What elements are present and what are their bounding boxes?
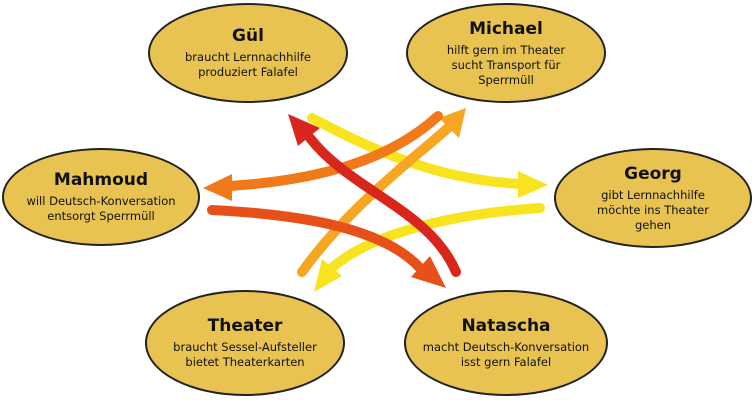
arrowhead-natascha-to-guel [288, 114, 320, 146]
node-guel-line-2: produziert Falafel [198, 65, 298, 79]
node-georg-name: Georg [624, 163, 682, 184]
arrow-natascha-to-guel [305, 133, 461, 277]
node-guel-name: Gül [232, 26, 264, 46]
node-michael-line-2: sucht Transport für [451, 57, 561, 72]
node-guel: Gül braucht Lernnachhilfe produziert Fal… [148, 3, 348, 103]
node-theater-line-2: bietet Theaterkarten [185, 355, 305, 369]
arrowhead-theater-to-michael [439, 108, 466, 138]
arrow-guel-to-georg [307, 113, 525, 189]
node-natascha: Natascha macht Deutsch-Konversation isst… [404, 290, 608, 396]
node-georg-line-1: gibt Lernnachhilfe [601, 187, 705, 202]
node-mahmoud-name: Mahmoud [53, 170, 149, 190]
arrowhead-georg-to-theater [314, 259, 342, 292]
node-michael-line-1: hilft gern im Theater [446, 42, 566, 57]
arrow-mahmoud-to-natascha [207, 205, 425, 273]
node-theater-name: Theater [207, 316, 283, 336]
arrowhead-mahmoud-to-natascha [411, 256, 446, 288]
node-georg-line-2: möchte ins Theater [597, 202, 709, 217]
node-georg-line-3: gehen [634, 217, 672, 232]
node-mahmoud: Mahmoud will Deutsch-Konversation entsor… [2, 148, 200, 246]
node-guel-line-1: braucht Lernnachhilfe [185, 50, 311, 64]
node-mahmoud-line-1: will Deutsch-Konversation [26, 194, 176, 208]
arrow-theater-to-michael [297, 121, 455, 277]
node-theater-line-1: braucht Sessel-Aufsteller [173, 340, 317, 354]
arrow-michael-to-mahmoud [225, 111, 443, 191]
arrowhead-michael-to-mahmoud [203, 174, 232, 201]
node-mahmoud-line-2: entsorgt Sperrmüll [47, 209, 155, 223]
arrowhead-guel-to-georg [518, 171, 548, 198]
node-theater: Theater braucht Sessel-Aufsteller bietet… [145, 290, 345, 396]
node-michael: Michael hilft gern im Theater sucht Tran… [406, 3, 606, 103]
node-michael-line-3: Sperrmüll [478, 72, 534, 87]
node-michael-name: Michael [469, 18, 543, 39]
node-natascha-line-1: macht Deutsch-Konversation [422, 340, 590, 354]
node-natascha-name: Natascha [461, 316, 551, 336]
node-natascha-line-2: isst gern Falafel [460, 355, 552, 369]
node-georg: Georg gibt Lernnachhilfe möchte ins Thea… [554, 148, 752, 248]
